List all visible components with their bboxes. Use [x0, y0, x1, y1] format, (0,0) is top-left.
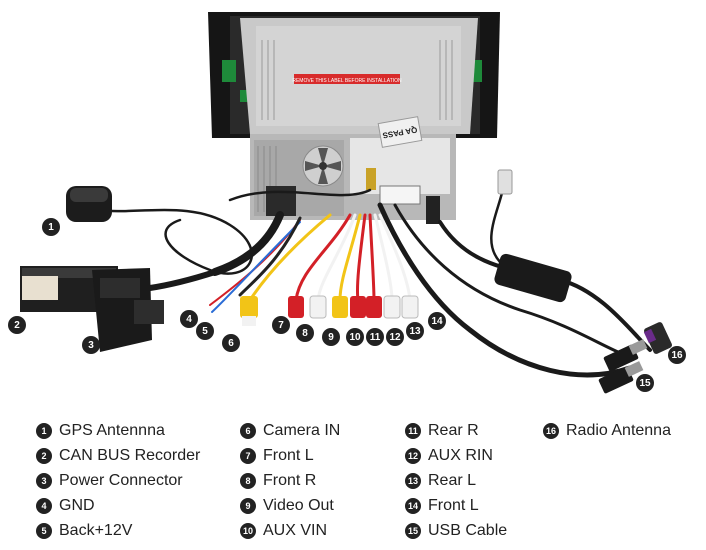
- legend-label: Front L: [428, 497, 479, 514]
- legend-item-7: 7 Front L: [240, 446, 314, 466]
- callout-14: 14: [428, 312, 446, 330]
- callout-6: 6: [222, 334, 240, 352]
- rca-aux-vin: [350, 296, 366, 318]
- legend-label: GPS Antennna: [59, 422, 165, 439]
- usb-cable-line: [377, 202, 633, 378]
- legend-number: 6: [240, 423, 256, 439]
- callout-7: 7: [272, 316, 290, 334]
- rca-wires: [209, 213, 412, 313]
- callout-10: 10: [346, 328, 364, 346]
- legend-item-11: 11 Rear R: [405, 421, 479, 441]
- wiring-diagram-illustration: REMOVE THIS LABEL BEFORE INSTALLATION QA…: [20, 12, 672, 394]
- legend-number: 11: [405, 423, 421, 439]
- legend-number: 10: [240, 523, 256, 539]
- legend-number: 9: [240, 498, 256, 514]
- legend-number: 15: [405, 523, 421, 539]
- legend-item-3: 3 Power Connector: [36, 471, 183, 491]
- legend-item-13: 13 Rear L: [405, 471, 476, 491]
- rca-aux-rin: [383, 295, 401, 319]
- legend-item-1: 1 GPS Antennna: [36, 421, 165, 441]
- callout-8: 8: [296, 324, 314, 342]
- legend-number: 3: [36, 473, 52, 489]
- rca-rear-l: [401, 295, 419, 319]
- legend-number: 12: [405, 448, 421, 464]
- rca-front-l: [309, 295, 327, 319]
- rca-camera-in: [240, 296, 258, 318]
- callout-13: 13: [406, 322, 424, 340]
- legend-item-10: 10 AUX VIN: [240, 521, 327, 541]
- rca-rear-r: [366, 296, 382, 318]
- legend-label: Front R: [263, 472, 317, 489]
- legend-item-4: 4 GND: [36, 496, 95, 516]
- legend-number: 14: [405, 498, 421, 514]
- legend-number: 8: [240, 473, 256, 489]
- legend-label: Camera IN: [263, 422, 341, 439]
- legend-number: 2: [36, 448, 52, 464]
- legend-label: Radio Antenna: [566, 422, 671, 439]
- legend-item-5: 5 Back+12V: [36, 521, 132, 541]
- legend-item-12: 12 AUX RIN: [405, 446, 493, 466]
- callout-12: 12: [386, 328, 404, 346]
- legend-label: Back+12V: [59, 522, 133, 539]
- legend-label: AUX VIN: [263, 522, 328, 539]
- qa-pass-sticker: [377, 116, 423, 148]
- warning-label: [294, 74, 400, 84]
- gps-connector: [366, 168, 376, 190]
- legend-label: USB Cable: [428, 522, 508, 539]
- legend-number: 13: [405, 473, 421, 489]
- callout-4: 4: [180, 310, 198, 328]
- legend-item-16: 16 Radio Antenna: [543, 421, 671, 441]
- legend-label: Front L: [263, 447, 314, 464]
- callout-15: 15: [636, 374, 654, 392]
- wiring-diagram: REMOVE THIS LABEL BEFORE INSTALLATION QA…: [8, 12, 686, 394]
- legend-number: 5: [36, 523, 52, 539]
- callout-1: 1: [42, 218, 60, 236]
- callout-3: 3: [82, 336, 100, 354]
- legend-label: Power Connector: [59, 472, 183, 489]
- legend-item-14: 14 Front L: [405, 496, 479, 516]
- legend-item-2: 2 CAN BUS Recorder: [36, 446, 200, 466]
- legend-label: AUX RIN: [428, 447, 493, 464]
- callout-16: 16: [668, 346, 686, 364]
- legend-item-8: 8 Front R: [240, 471, 316, 491]
- callout-11: 11: [366, 328, 384, 346]
- radio-antenna: [494, 169, 672, 354]
- cable-bundle: [93, 178, 652, 378]
- rca-plugs: [240, 295, 419, 326]
- legend-item-9: 9 Video Out: [240, 496, 334, 516]
- legend-item-6: 6 Camera IN: [240, 421, 340, 441]
- legend-label: Video Out: [263, 497, 334, 514]
- gps-antenna: [66, 186, 112, 222]
- legend-label: Rear R: [428, 422, 479, 439]
- legend-number: 16: [543, 423, 559, 439]
- callout-2: 2: [8, 316, 26, 334]
- legend-number: 4: [36, 498, 52, 514]
- legend-item-15: 15 USB Cable: [405, 521, 507, 541]
- callout-9: 9: [322, 328, 340, 346]
- usb-connector: [598, 339, 648, 394]
- legend-number: 7: [240, 448, 256, 464]
- power-connector: [92, 268, 164, 352]
- legend-label: Rear L: [428, 472, 477, 489]
- rca-front-r: [288, 296, 304, 318]
- callout-5: 5: [196, 322, 214, 340]
- legend-label: GND: [59, 497, 95, 514]
- legend-label: CAN BUS Recorder: [59, 447, 201, 464]
- head-unit: REMOVE THIS LABEL BEFORE INSTALLATION QA…: [208, 12, 500, 224]
- legend-number: 1: [36, 423, 52, 439]
- svg-text:REMOVE THIS LABEL BEFORE INSTA: REMOVE THIS LABEL BEFORE INSTALLATION: [292, 78, 402, 84]
- rca-video-out: [332, 296, 348, 318]
